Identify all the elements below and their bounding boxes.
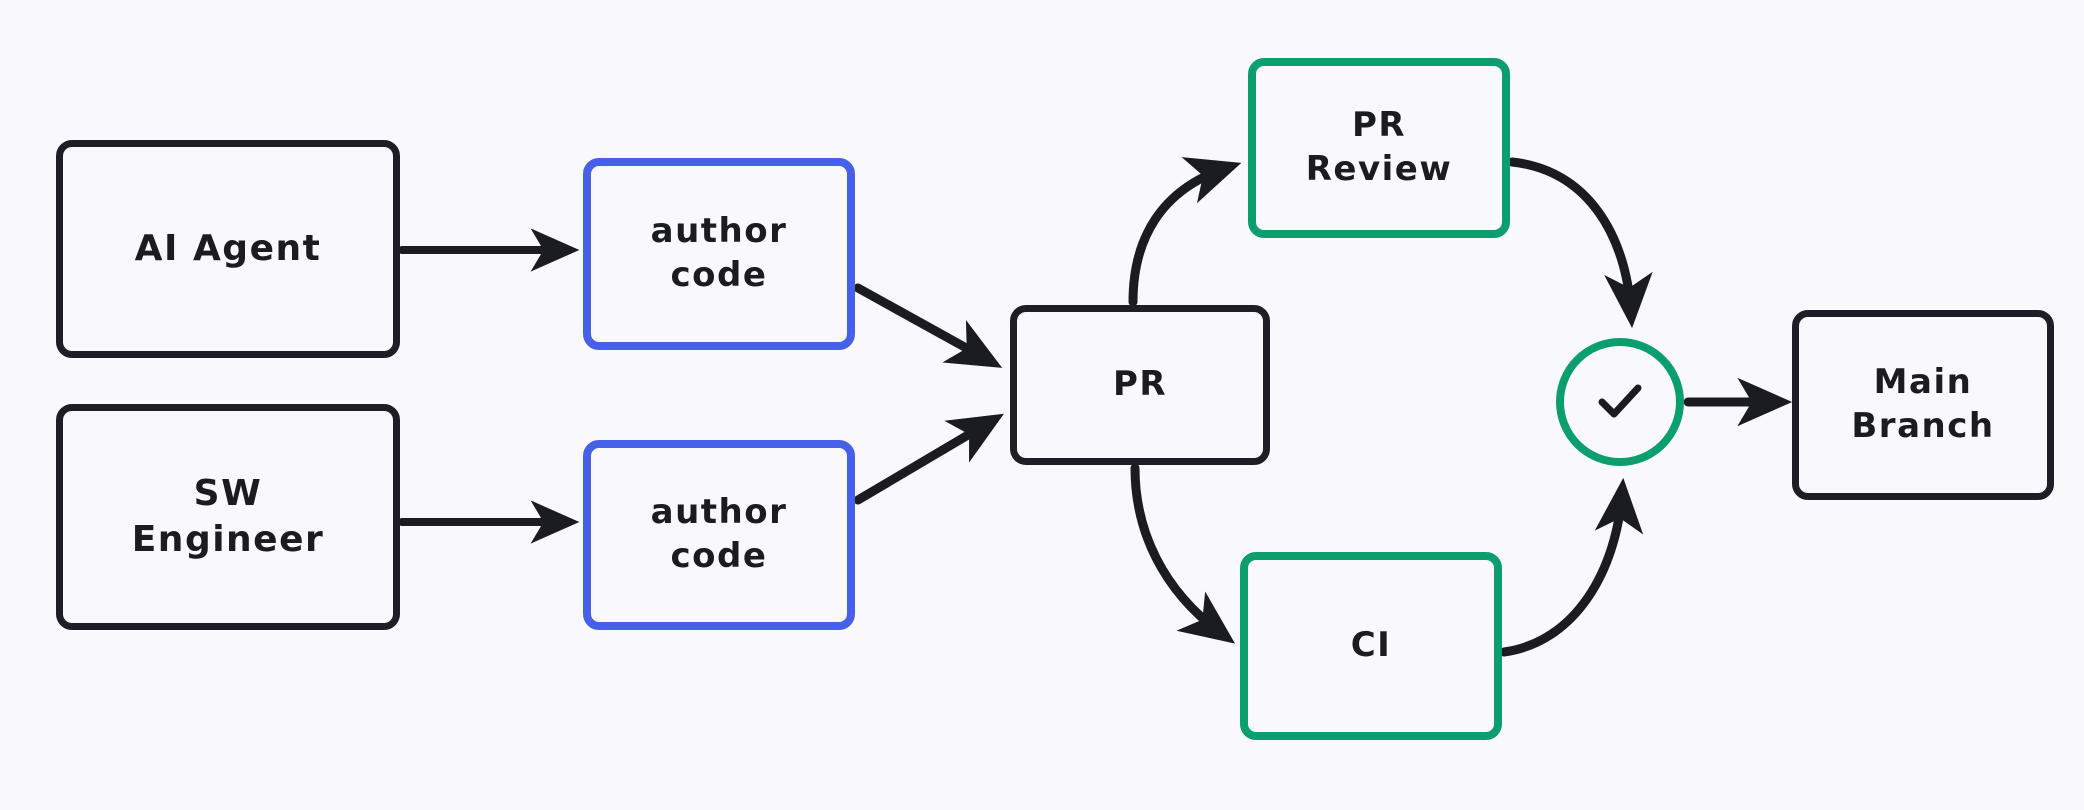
edge-author-2-to-pr: [853, 413, 1004, 505]
node-ci-label: CI: [1350, 625, 1392, 666]
node-ci[interactable]: CI: [1240, 552, 1502, 740]
node-pr[interactable]: PR: [1010, 305, 1270, 465]
edge-author-1-to-pr: [853, 283, 1003, 368]
edge-pr-review-to-check: [1507, 157, 1653, 329]
edge-pr-to-ci: [1130, 463, 1236, 644]
node-pr-review-label: PR Review: [1305, 105, 1453, 189]
node-sw-engineer-label: SW Engineer: [131, 472, 325, 560]
node-check-circle[interactable]: [1556, 338, 1684, 466]
node-author-code-engineer-label: author code: [650, 492, 788, 576]
node-author-code-engineer[interactable]: author code: [583, 440, 855, 630]
node-author-code-agent-label: author code: [650, 211, 788, 295]
node-ai-agent-label: AI Agent: [134, 227, 322, 269]
edge-pr-to-pr-review: [1128, 157, 1242, 307]
node-sw-engineer[interactable]: SW Engineer: [56, 404, 400, 630]
edge-ci-to-check: [1499, 477, 1644, 657]
node-main-branch-label: Main Branch: [1851, 362, 1995, 446]
node-main-branch[interactable]: Main Branch: [1792, 310, 2054, 500]
node-pr-review[interactable]: PR Review: [1248, 58, 1510, 238]
node-author-code-agent[interactable]: author code: [583, 158, 855, 350]
node-pr-label: PR: [1112, 364, 1168, 405]
node-ai-agent[interactable]: AI Agent: [56, 140, 400, 358]
check-mark-icon: [1589, 371, 1651, 433]
